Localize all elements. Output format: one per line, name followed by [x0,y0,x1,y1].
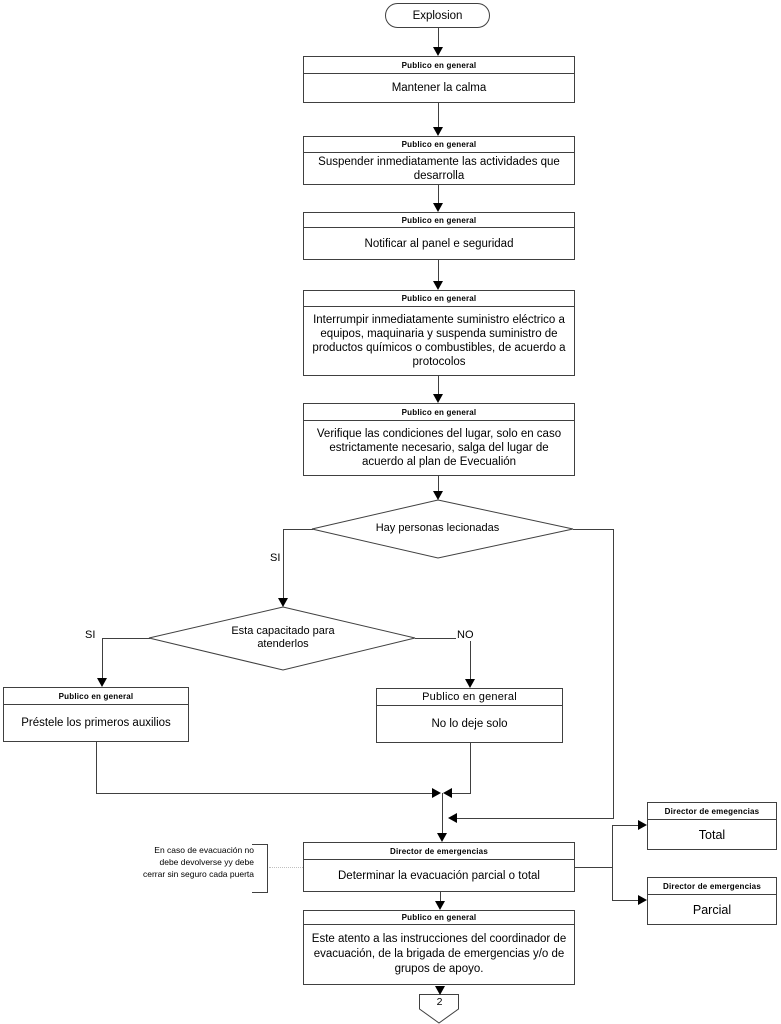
role-header: Publico en general [304,404,574,421]
connector-line [456,818,614,819]
connector-line [438,103,439,127]
connector-line [283,529,313,530]
step-text: No lo deje solo [431,718,508,730]
connector-line [96,793,433,794]
step-text: Determinar la evacuación parcial o total [338,869,540,882]
connector-line [96,742,97,793]
connector-line [575,867,613,868]
connector-line [612,825,613,901]
connector-line [440,892,441,902]
arrowhead-down-icon [97,678,107,687]
arrowhead-down-icon [437,833,447,842]
process-verifique-condiciones: Publico en general Verifique las condici… [303,403,575,476]
step-text: Préstele los primeros auxilios [21,717,171,729]
connector-line [470,638,471,679]
role-header: Publico en general [304,137,574,153]
connector-line [452,793,471,794]
step-text: Interrumpir inmediatamente suministro el… [312,314,566,368]
annotation-note: En caso de evacuación no debe devolverse… [142,845,254,879]
connector-line [438,476,439,492]
role-header: Director de emergencias [648,878,776,895]
arrowhead-down-icon [433,203,443,212]
role-header: Director de emergencias [304,843,574,860]
role-header: Publico en general [304,213,574,228]
connector-line [442,793,443,833]
connector-line [573,529,614,530]
arrowhead-down-icon [433,47,443,56]
start-label: Explosion [412,9,463,22]
pentagon-outline [419,994,459,1024]
connector-line [470,743,471,793]
step-text: Parcial [692,902,732,917]
step-text: Suspender inmediatamente las actividades… [318,155,560,182]
connector-line [415,638,471,639]
decision-lesionadas-question: Hay personas lecionadas [375,522,500,534]
decision-capacitado-shape [148,606,416,671]
annotation-bracket-tick [252,844,268,845]
arrowhead-down-icon [433,281,443,290]
connector-line [613,529,614,819]
process-mantener-calma: Publico en general Mantener la calma [303,56,575,103]
branch-label-no: NO [456,629,475,641]
step-text: Verifique las condiciones del lugar, sol… [316,428,562,468]
connector-line [438,27,439,48]
role-header: Publico en general [304,291,574,307]
arrowhead-right-icon [638,895,647,905]
start-terminator: Explosion [385,3,490,28]
connector-line [612,900,639,901]
diamond-outline [148,606,416,671]
annotation-bracket-tick [252,892,268,893]
process-interrumpir-suministro: Publico en general Interrumpir inmediata… [303,290,575,376]
arrowhead-down-icon [278,598,288,607]
role-header: Publico en general [4,688,188,705]
arrowhead-down-icon [435,986,445,995]
step-text: Mantener la calma [391,82,487,94]
arrowhead-down-icon [433,127,443,136]
role-header: Director de emegencias [648,803,776,820]
process-determinar-evacuacion: Director de emergencias Determinar la ev… [303,842,575,892]
connector-line [612,825,639,826]
arrowhead-right-icon [638,820,647,830]
step-text: Notificar al panel e seguridad [364,237,514,250]
diamond-outline [311,499,574,559]
step-text: Total [698,827,726,842]
role-header: Publico en general [304,911,574,925]
process-parcial: Director de emergencias Parcial [647,877,777,925]
arrowhead-down-icon [433,394,443,403]
process-notificar-panel: Publico en general Notificar al panel e … [303,212,575,260]
connector-line [102,638,150,639]
connector-line [438,376,439,394]
branch-label-si: SI [269,552,282,564]
decision-capacitado-question: Esta capacitado para atenderlos [231,625,335,650]
step-text: Este atento a las instrucciones del coor… [311,933,567,975]
annotation-dotted-link [269,867,303,868]
arrowhead-down-icon [435,901,445,910]
connector-line [438,185,439,203]
process-suspender-actividades: Publico en general Suspender inmediatame… [303,136,575,185]
role-header: Publico en general [377,689,562,706]
arrowhead-down-icon [433,491,443,500]
arrowhead-left-icon [448,813,457,823]
process-no-deje-solo: Publico en general No lo deje solo [376,688,563,743]
branch-label-si: SI [84,629,97,641]
process-prestele-auxilios: Publico en general Préstele los primeros… [3,687,189,742]
offpage-connector-label: 2 [436,996,443,1008]
role-header: Publico en general [304,57,574,74]
arrowhead-right-icon [432,788,441,798]
arrowhead-down-icon [465,679,475,688]
decision-lesionadas-shape [311,499,574,559]
offpage-connector-shape [419,994,459,1024]
connector-line [102,638,103,678]
process-total: Director de emegencias Total [647,802,777,850]
arrowhead-left-icon [443,788,452,798]
process-este-atento: Publico en general Este atento a las ins… [303,910,575,985]
annotation-bracket [267,844,268,893]
connector-line [438,260,439,281]
connector-line [283,529,284,598]
